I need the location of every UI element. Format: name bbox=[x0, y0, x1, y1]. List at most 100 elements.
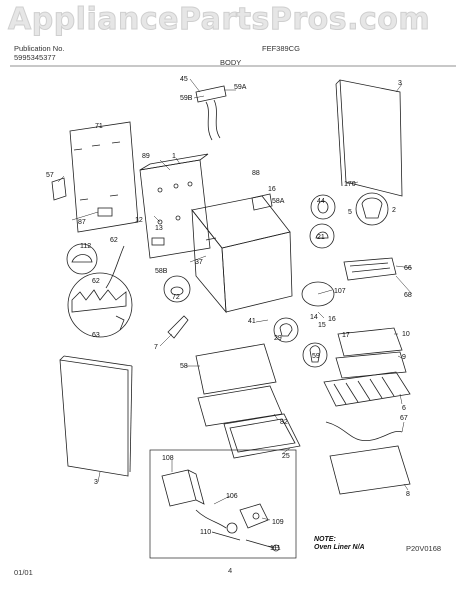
hinge-part bbox=[167, 315, 189, 339]
callout-87: 87 bbox=[78, 219, 86, 226]
callout-108: 108 bbox=[162, 455, 174, 462]
callout-112: 112 bbox=[80, 243, 91, 250]
callout-170: 170 bbox=[344, 181, 356, 188]
callout-111: 111 bbox=[270, 545, 281, 552]
detail-59-shape bbox=[309, 345, 321, 363]
broil-element-part bbox=[343, 257, 397, 281]
page-number: 4 bbox=[228, 566, 233, 575]
callout-21: 21 bbox=[317, 234, 325, 241]
watermark-text: AppliancePartsPros.com bbox=[7, 2, 431, 38]
callout-82: 82 bbox=[280, 419, 288, 426]
callout-58: 58 bbox=[180, 363, 188, 370]
publication-label: Publication No. bbox=[14, 44, 65, 53]
callout-110: 110 bbox=[200, 529, 211, 536]
callout-6: 6 bbox=[402, 405, 406, 412]
callout-7: 7 bbox=[154, 344, 158, 351]
callout-62-top: 62 bbox=[110, 237, 118, 244]
callout-29: 29 bbox=[274, 335, 282, 342]
callout-12: 12 bbox=[135, 217, 143, 224]
callout-68: 68 bbox=[404, 292, 412, 299]
oven-bottom-part bbox=[195, 343, 277, 395]
callout-62-inset: 62 bbox=[92, 278, 100, 285]
callout-59: 59 bbox=[312, 353, 320, 360]
note-label: NOTE: bbox=[314, 536, 336, 543]
callout-41: 41 bbox=[248, 318, 256, 325]
callout-44: 44 bbox=[317, 198, 325, 205]
callout-58a: 58A bbox=[272, 198, 285, 205]
detail-63-shape bbox=[115, 315, 125, 331]
callout-3-bottom: 3 bbox=[94, 479, 98, 486]
detail-circle-21 bbox=[309, 223, 335, 249]
note-text: Oven Liner N/A bbox=[314, 544, 365, 551]
callout-106: 106 bbox=[226, 493, 238, 500]
bracket-part bbox=[51, 177, 67, 201]
callout-45: 45 bbox=[180, 76, 188, 83]
callout-1: 1 bbox=[172, 153, 176, 160]
detail-21-shape bbox=[315, 231, 329, 239]
section-title: BODY bbox=[220, 58, 242, 67]
drip-tray-part bbox=[197, 385, 283, 427]
callout-15: 15 bbox=[318, 322, 326, 329]
wire-part bbox=[105, 245, 125, 289]
latch-bracket-part bbox=[251, 193, 273, 211]
detail-44-shape bbox=[317, 200, 329, 214]
detail-circle-59 bbox=[302, 342, 328, 368]
callout-5: 5 bbox=[348, 209, 352, 216]
drawer-frame-part bbox=[223, 413, 301, 459]
diagram-code: P20V0168 bbox=[406, 544, 442, 553]
callout-9: 9 bbox=[402, 354, 406, 361]
bottom-panel-part bbox=[329, 445, 411, 495]
oven-body-part bbox=[191, 195, 293, 314]
back-panel-part bbox=[69, 121, 139, 233]
fan-plate-part bbox=[301, 281, 335, 307]
callout-63: 63 bbox=[92, 332, 100, 339]
side-panel-lower-part bbox=[59, 355, 133, 477]
detail-circle-44 bbox=[310, 194, 336, 220]
callout-13: 13 bbox=[155, 225, 163, 232]
callout-57: 57 bbox=[46, 172, 54, 179]
detail-62-shape bbox=[71, 289, 127, 313]
side-panel-upper-part bbox=[335, 79, 403, 197]
callout-58b: 58B bbox=[155, 268, 168, 275]
leader-lines bbox=[57, 78, 413, 549]
callout-17: 17 bbox=[342, 332, 350, 339]
callout-37: 37 bbox=[195, 259, 203, 266]
callout-89: 89 bbox=[142, 153, 150, 160]
control-housing-part bbox=[139, 153, 211, 259]
callout-2: 2 bbox=[392, 207, 396, 214]
callout-71: 71 bbox=[95, 123, 103, 130]
detail-circle-62 bbox=[67, 272, 133, 338]
detail-circle-29 bbox=[273, 317, 299, 343]
callout-109: 109 bbox=[272, 519, 284, 526]
vent-duct-part bbox=[195, 85, 227, 141]
bake-element-part bbox=[325, 421, 403, 442]
callout-16b: 16 bbox=[328, 316, 336, 323]
detail-72-shape bbox=[170, 286, 184, 296]
callout-67: 67 bbox=[400, 415, 408, 422]
callout-10: 10 bbox=[402, 331, 410, 338]
glass-panel-part bbox=[337, 327, 403, 357]
callout-107: 107 bbox=[334, 288, 346, 295]
footer-date: 01/01 bbox=[14, 568, 33, 577]
detail-5-shape bbox=[361, 197, 383, 219]
callout-59b: 59B bbox=[180, 95, 193, 102]
control-box-assembly bbox=[149, 449, 297, 559]
callout-59a: 59A bbox=[234, 84, 247, 91]
callout-72: 72 bbox=[172, 294, 180, 301]
callout-16: 16 bbox=[268, 186, 276, 193]
inner-panel-part bbox=[335, 351, 407, 379]
detail-circle-72 bbox=[163, 275, 191, 303]
model-number: FEF389CG bbox=[262, 44, 300, 53]
callout-66: 66 bbox=[404, 265, 412, 272]
detail-112-shape bbox=[71, 254, 93, 263]
callout-8: 8 bbox=[406, 491, 410, 498]
detail-circle-112 bbox=[66, 243, 98, 275]
callout-25: 25 bbox=[282, 453, 290, 460]
detail-circle-5 bbox=[355, 192, 389, 226]
oven-rack-part bbox=[323, 371, 411, 407]
callout-14: 14 bbox=[310, 314, 318, 321]
callout-88: 88 bbox=[252, 170, 260, 177]
detail-29-shape bbox=[279, 323, 293, 337]
callout-3-top: 3 bbox=[398, 80, 402, 87]
